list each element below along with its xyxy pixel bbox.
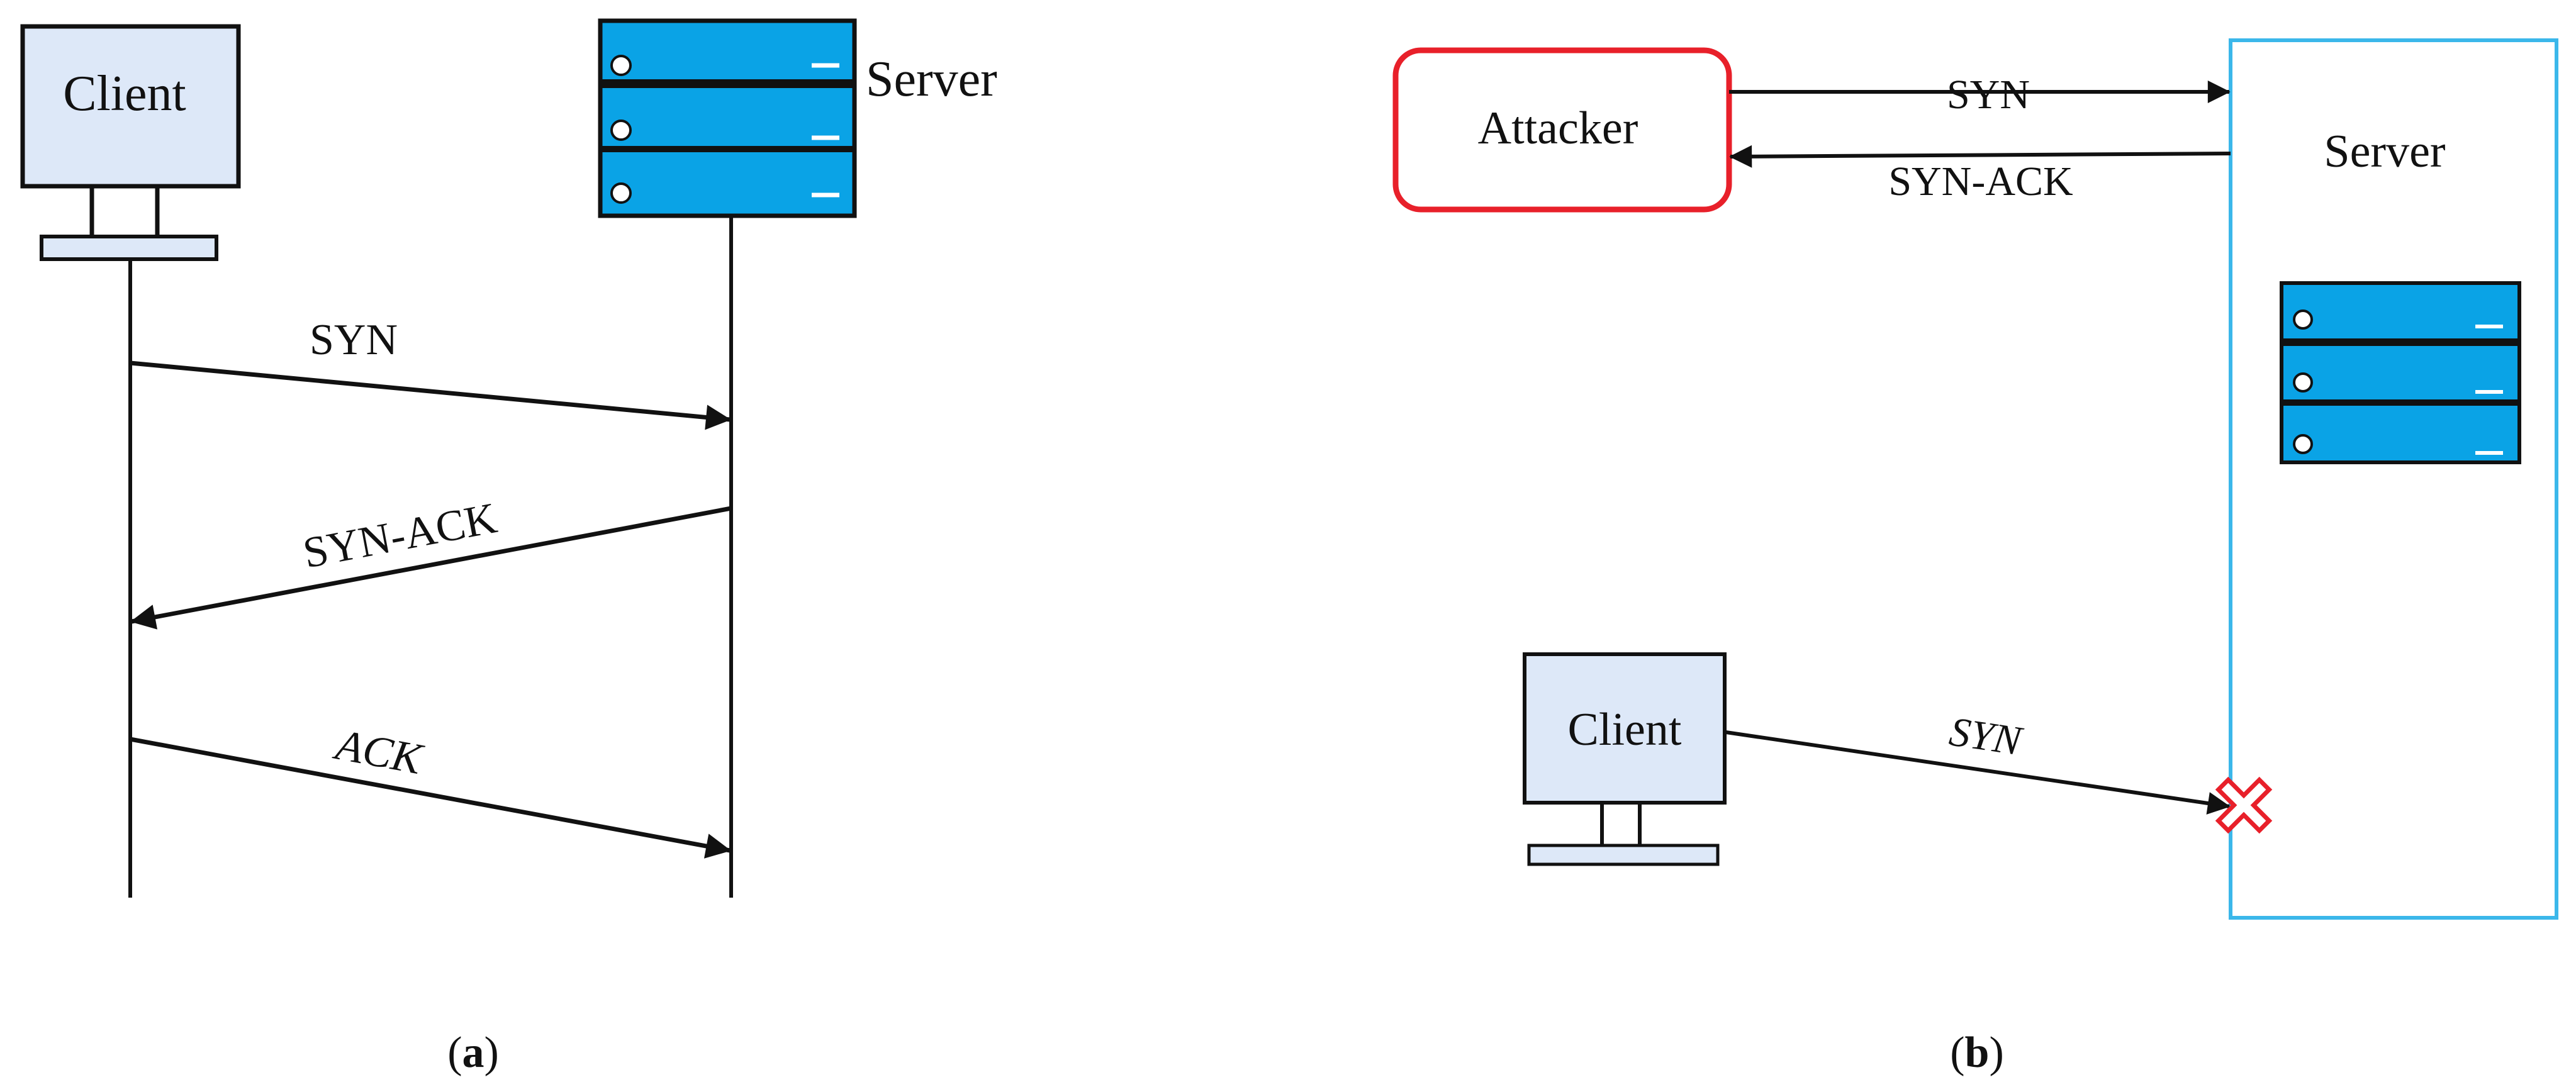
panel-a: Client Server SYN SYN-ACK ACK (a)	[20, 18, 997, 1077]
client-computer-icon: Client	[20, 24, 241, 261]
client-label-b: Client	[1568, 704, 1682, 755]
server-led-2	[610, 120, 632, 141]
server-led-1	[610, 55, 632, 76]
server-syn-ack-label: SYN-ACK	[1888, 159, 2073, 204]
client-monitor-screen	[20, 24, 241, 189]
server-syn-ack-arrow	[1729, 145, 2231, 168]
server-label-a: Server	[866, 52, 997, 107]
server-label-b: Server	[2324, 126, 2445, 177]
server-led-b1	[2293, 309, 2313, 330]
caption-b: (b)	[1950, 1028, 2004, 1077]
client-label: Client	[63, 66, 186, 121]
server-rack-icon	[2280, 281, 2521, 464]
syn-ack-arrow	[130, 506, 732, 630]
server-rack-body	[598, 18, 857, 218]
server-rack-body-b	[2280, 281, 2521, 464]
syn-ack-label-a: SYN-ACK	[300, 494, 501, 577]
caption-a: (a)	[447, 1028, 499, 1077]
monitor-base-b	[1527, 844, 1720, 866]
client-monitor-screen-b	[1523, 652, 1727, 805]
server-led-b3	[2293, 434, 2313, 454]
client-syn-label: SYN	[1947, 708, 2027, 764]
ack-arrow	[130, 737, 731, 859]
attacker-label: Attacker	[1478, 103, 1638, 154]
server-rack-icon	[598, 18, 857, 218]
client-syn-arrow	[1725, 730, 2231, 815]
attacker-box	[1392, 47, 1732, 213]
client-computer-icon: Client	[1523, 652, 1727, 866]
server-frame	[2229, 38, 2558, 920]
server-led-3	[610, 182, 632, 204]
syn-arrow	[130, 360, 731, 430]
attacker-syn-label: SYN	[1947, 72, 2030, 118]
panel-b: Attacker Server SYN SYN-ACK Cli	[1392, 38, 2558, 1077]
monitor-base	[40, 235, 218, 261]
syn-label-a: SYN	[310, 316, 398, 364]
ack-label-a: ACK	[330, 720, 427, 784]
x-mark-icon	[2215, 776, 2273, 834]
server-led-b2	[2293, 372, 2313, 393]
